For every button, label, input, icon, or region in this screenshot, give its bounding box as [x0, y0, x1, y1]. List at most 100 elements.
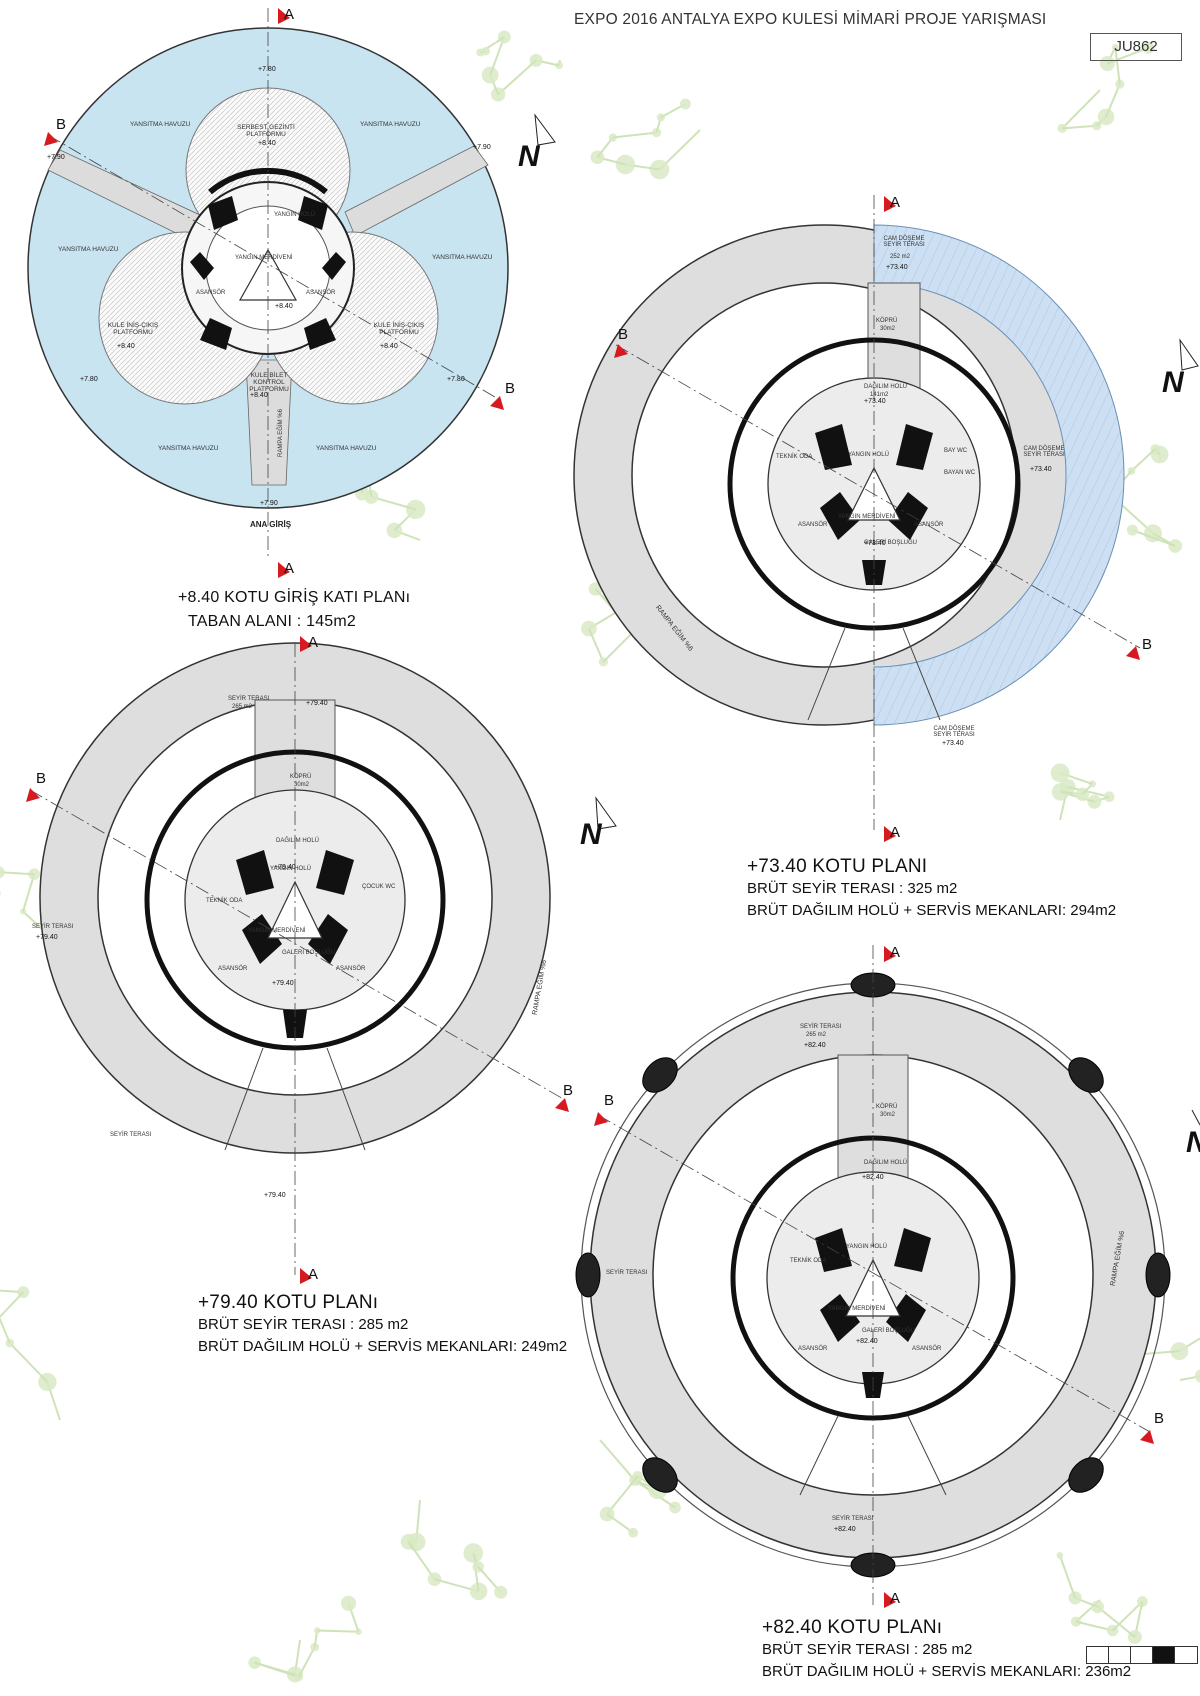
terrace-label: SEYİR TERASI — [228, 696, 270, 702]
level-mark: +8.40 — [258, 140, 276, 147]
hall-area: 141m2 — [870, 392, 889, 398]
molecule-bond — [1075, 1620, 1113, 1632]
level-mark: +8.40 — [250, 392, 268, 399]
molecule-atom — [1126, 524, 1138, 536]
molecule-atom — [649, 159, 670, 180]
level-mark: +79.40 — [306, 700, 328, 707]
section-letter-a: A — [284, 6, 295, 23]
molecule-bond — [0, 1291, 24, 1319]
plan-82-40 — [575, 945, 1171, 1605]
child-wc-label: ÇOCUK WC — [362, 884, 396, 890]
molecule-atom — [0, 866, 5, 879]
bridge-area: 30m2 — [880, 326, 896, 332]
level-mark: +7.90 — [47, 154, 65, 161]
tech-room-label: TEKNİK ODA — [776, 454, 813, 460]
molecule-bond — [254, 1661, 300, 1678]
plan2-caption: +73.40 KOTU PLANI BRÜT SEYİR TERASI : 32… — [747, 856, 1116, 922]
section-letter-a: A — [284, 560, 295, 577]
terrace-area: 265 m2 — [232, 704, 253, 710]
level-mark: +73.40 — [864, 398, 886, 405]
molecule-bond — [1061, 89, 1101, 130]
level-mark: +8.40 — [117, 343, 135, 350]
section-letter-b: B — [1154, 1410, 1165, 1427]
fire-hall-label: YANGIN HOLÜ — [846, 1244, 887, 1250]
elevator-label: ASANSÖR — [798, 1346, 828, 1352]
fire-hall-label: YANGIN HOLÜ — [274, 212, 315, 218]
elevator-label: ASANSÖR — [196, 290, 226, 296]
hall-label: DAĞILIM HOLÜ — [864, 1160, 908, 1166]
molecule-atom — [1194, 1369, 1200, 1383]
section-letter-a: A — [890, 824, 901, 841]
level-mark: +79.40 — [36, 934, 58, 941]
molecule-bond — [489, 36, 506, 76]
molecule-atom — [1051, 783, 1070, 801]
molecule-atom — [481, 47, 491, 56]
level-mark: +8.40 — [275, 303, 293, 310]
plan-stat: BRÜT SEYİR TERASI : 325 m2 — [747, 880, 958, 897]
elevator-label: ASANSÖR — [798, 522, 828, 528]
plan-ground-floor — [27, 8, 509, 560]
bridge-label: KÖPRÜ — [290, 774, 312, 780]
fire-hall-label: YANGIN HOLÜ — [848, 452, 889, 458]
north-label: N — [1186, 1126, 1200, 1160]
level-mark: +73.40 — [864, 540, 886, 547]
fire-stair-label: YANGIN MERDİVENİ — [248, 928, 306, 934]
fire-stair-label: YANGIN MERDİVENİ — [838, 514, 896, 520]
elevator-label: ASANSÖR — [912, 1346, 942, 1352]
molecule-bond — [9, 1342, 49, 1383]
bridge-label: KÖPRÜ — [876, 1104, 898, 1110]
plan-79-40 — [29, 642, 566, 1275]
terrace-label: SEYİR TERASI — [32, 924, 74, 930]
level-mark: +73.40 — [886, 264, 908, 271]
pool-label: YANSITMA HAVUZU — [432, 254, 493, 261]
molecule-bond — [0, 1316, 11, 1344]
gallery-label: GALERİ BOŞLUĞU — [282, 950, 336, 956]
level-mark: +7.80 — [258, 66, 276, 73]
molecule-atom — [494, 1585, 508, 1599]
ramp-label: RAMPA EĞİM %6 — [277, 409, 284, 457]
molecule-bond — [1105, 83, 1121, 118]
pool-label: YANSITMA HAVUZU — [130, 121, 191, 128]
molecule-bond — [1111, 1600, 1144, 1632]
wc-label: BAY WC — [944, 448, 968, 454]
level-mark: +73.40 — [942, 740, 964, 747]
plan1-caption: +8.40 KOTU GİRİŞ KATI PLANı TABAN ALANI … — [178, 589, 410, 631]
molecule-atom — [628, 1527, 639, 1538]
glass-terrace-label: CAM DÖŞEME SEYİR TERASI — [933, 726, 975, 738]
molecule-bond — [497, 59, 537, 96]
terrace-label: SEYİR TERASI — [800, 1024, 842, 1030]
section-letter-a: A — [890, 194, 901, 211]
plan-stat: BRÜT SEYİR TERASI : 285 m2 — [762, 1641, 973, 1658]
plan-stat: BRÜT DAĞILIM HOLÜ + SERVİS MEKANLARI: 23… — [762, 1663, 1132, 1680]
bridge-area: 30m2 — [880, 1112, 896, 1118]
pool-label: YANSITMA HAVUZU — [316, 445, 377, 452]
elevator-label: ASANSÖR — [306, 290, 336, 296]
molecule-atom — [1056, 1551, 1064, 1559]
molecule-bond — [606, 1475, 639, 1515]
gallery-label: GALERİ BOŞLUĞU — [864, 540, 918, 546]
sheet-title: EXPO 2016 ANTALYA EXPO KULESİ MİMARİ PRO… — [574, 11, 1047, 28]
level-mark: +82.40 — [856, 1338, 878, 1345]
plan-stat: BRÜT DAĞILIM HOLÜ + SERVİS MEKANLARI: 24… — [198, 1338, 568, 1355]
platform-label: KULE İNİŞ-ÇIKIŞ PLATFORMU — [107, 322, 159, 336]
molecule-bond — [22, 873, 36, 912]
level-mark: +79.40 — [264, 1192, 286, 1199]
ticket-label: KULE BİLET KONTROL PLATFORMU — [249, 372, 289, 393]
molecule-atom — [314, 1627, 321, 1634]
gallery-label: GALERİ BOŞLUĞU — [862, 1328, 916, 1334]
level-mark: +82.40 — [834, 1526, 856, 1533]
molecule-atom — [0, 890, 1, 896]
plan-title: +79.40 KOTU PLANı — [198, 1292, 379, 1313]
molecule-atom — [1050, 763, 1070, 783]
hall-label: DAĞILIM HOLÜ — [864, 384, 908, 390]
molecule-bond — [0, 1289, 24, 1294]
level-mark: +79.40 — [274, 864, 296, 871]
glass-terrace-label: CAM DÖŞEME SEYİR TERASI — [1023, 446, 1065, 458]
molecule-atom — [679, 98, 691, 110]
plan4-caption: +82.40 KOTU PLANı BRÜT SEYİR TERASI : 28… — [762, 1617, 1131, 1683]
molecule-bond — [1130, 448, 1156, 472]
north-label: N — [518, 140, 540, 173]
molecule-bond — [371, 495, 416, 511]
tech-room-label: TEKNİK ODA — [790, 1258, 827, 1264]
